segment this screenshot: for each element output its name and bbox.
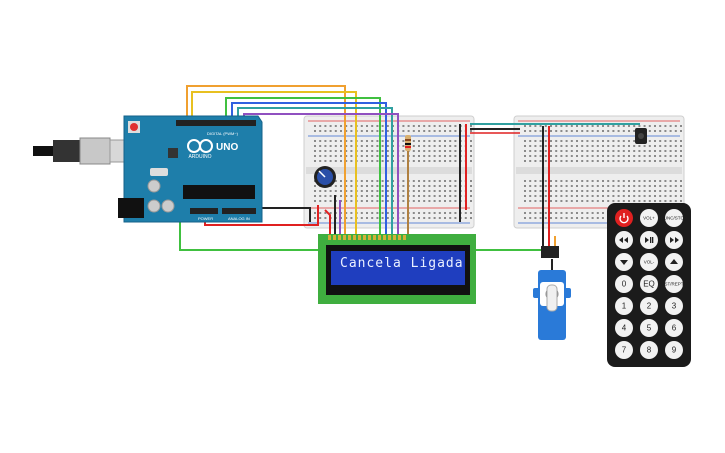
power-icon [619, 213, 629, 224]
lcd-screen [331, 251, 465, 285]
wires [179, 85, 640, 251]
remote-button-label: FUNC/STOP [661, 216, 687, 221]
reset-button[interactable] [130, 123, 138, 131]
down-arrow-icon [620, 260, 628, 265]
remote-button-label: EQ [643, 280, 655, 289]
remote-button-2[interactable]: 2 [640, 297, 658, 315]
remote-button-4[interactable]: 4 [615, 319, 633, 337]
remote-button-label: VOL+ [643, 216, 655, 221]
remote-button-label: VOL- [644, 260, 655, 265]
ir-receiver[interactable] [635, 128, 647, 144]
remote-button-st-rept[interactable]: ST/REPT [664, 275, 684, 293]
remote-button-label: 1 [622, 302, 627, 311]
remote-button-label: 6 [672, 324, 677, 333]
remote-button-eq[interactable]: EQ [640, 275, 658, 293]
remote-button-8[interactable]: 8 [640, 341, 658, 359]
arduino-uno[interactable]: ARDUINO UNO DIGITAL (PWM~) POWER ANALOG … [33, 115, 263, 223]
power-label: POWER [198, 216, 213, 221]
remote-button-label: 0 [622, 280, 627, 289]
up-arrow-icon [670, 259, 678, 264]
lcd-display[interactable]: Cancela Ligada [318, 234, 476, 304]
remote-button-label: 2 [647, 302, 652, 311]
wire-yellow[interactable] [191, 91, 357, 235]
remote-button-fast-forward[interactable] [665, 231, 683, 249]
remote-button-label: 5 [647, 324, 652, 333]
atmega-chip [183, 185, 255, 199]
analog-label: ANALOG IN [228, 216, 250, 221]
remote-button-6[interactable]: 6 [665, 319, 683, 337]
potentiometer[interactable] [314, 166, 336, 188]
remote-button-label: 7 [622, 346, 627, 355]
remote-button-5[interactable]: 5 [640, 319, 658, 337]
remote-button-func-stop[interactable]: FUNC/STOP [661, 209, 687, 227]
wire-green-2[interactable] [225, 97, 381, 235]
usb-cable[interactable] [33, 146, 53, 156]
arduino-logo: ARDUINO [187, 139, 213, 160]
play-pause-icon [645, 237, 654, 243]
remote-button-vol-minus[interactable]: VOL- [640, 253, 658, 271]
resistor[interactable] [405, 135, 411, 151]
remote-button-label: 9 [672, 346, 677, 355]
remote-button-play-pause[interactable] [640, 231, 658, 249]
remote-button-label: 4 [622, 324, 627, 333]
remote-button-label: 3 [672, 302, 677, 311]
board-model: UNO [216, 142, 238, 153]
remote-button-9[interactable]: 9 [665, 341, 683, 359]
remote-button-down[interactable] [615, 253, 633, 271]
remote-button-1[interactable]: 1 [615, 297, 633, 315]
remote-button-3[interactable]: 3 [665, 297, 683, 315]
remote-button-vol-plus[interactable]: VOL+ [640, 209, 658, 227]
servo-motor[interactable] [533, 246, 571, 340]
wire-blue[interactable] [231, 102, 387, 235]
remote-button-7[interactable]: 7 [615, 341, 633, 359]
svg-text:ARDUINO: ARDUINO [188, 154, 211, 160]
lcd-text: Cancela Ligada [340, 256, 464, 271]
remote-button-label: ST/REPT [664, 282, 683, 287]
ir-remote[interactable]: VOL+ FUNC/STOP VOL- 0 EQ ST/REPT 1 2 3 4 5 6 7 8 9 [607, 203, 691, 367]
remote-button-rewind[interactable] [615, 231, 633, 249]
remote-button-0[interactable]: 0 [615, 275, 633, 293]
remote-button-up[interactable] [665, 253, 683, 271]
rewind-icon [619, 237, 628, 243]
digital-label: DIGITAL (PWM~) [207, 131, 239, 136]
wire-teal[interactable] [237, 107, 393, 235]
remote-button-label: 8 [647, 346, 652, 355]
fast-forward-icon [670, 237, 679, 243]
remote-button-power[interactable] [615, 209, 633, 227]
